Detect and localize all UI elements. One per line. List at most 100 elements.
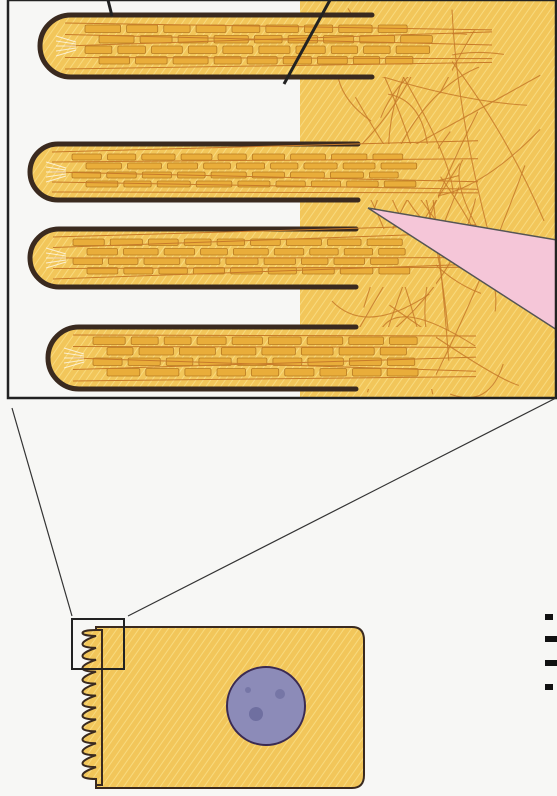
- actin-crosslink: [264, 258, 295, 265]
- actin-crosslink: [317, 57, 347, 65]
- actin-crosslink: [339, 25, 372, 33]
- edge-marks: [545, 614, 557, 690]
- actin-crosslink: [186, 258, 220, 265]
- actin-crosslink: [364, 46, 391, 54]
- actin-crosslink: [139, 348, 173, 356]
- actin-crosslink: [223, 46, 253, 54]
- actin-crosslink: [185, 369, 211, 377]
- actin-crosslink: [179, 348, 215, 356]
- actin-crosslink: [151, 46, 182, 54]
- actin-crosslink: [107, 154, 135, 160]
- actin-crosslink: [188, 46, 217, 54]
- actin-crosslink: [127, 25, 158, 33]
- actin-crosslink: [286, 239, 321, 246]
- actin-crosslink: [271, 163, 298, 169]
- nucleolus: [249, 707, 263, 721]
- actin-crosslink: [196, 25, 226, 33]
- actin-crosslink: [73, 258, 103, 265]
- detail-inset-panel: [8, 0, 556, 398]
- actin-crosslink: [274, 249, 303, 256]
- actin-crosslink: [107, 348, 133, 356]
- actin-crosslink: [72, 154, 101, 160]
- actin-crosslink: [330, 172, 363, 178]
- actin-crosslink: [396, 46, 429, 54]
- zoom-leader-right: [128, 398, 556, 616]
- actin-crosslink: [196, 181, 232, 187]
- actin-crosslink: [268, 337, 301, 345]
- actin-crosslink: [347, 181, 379, 187]
- actin-crosslink: [401, 36, 433, 44]
- actin-crosslink: [252, 154, 284, 160]
- actin-crosslink: [211, 172, 246, 178]
- actin-crosslink: [301, 348, 333, 356]
- actin-crosslink: [380, 348, 406, 356]
- actin-crosslink: [232, 337, 262, 345]
- actin-crosslink: [85, 25, 121, 33]
- actin-crosslink: [379, 249, 406, 256]
- actin-crosslink: [233, 249, 268, 256]
- actin-crosslink: [259, 46, 290, 54]
- actin-crosslink: [379, 268, 410, 275]
- actin-crosslink: [285, 369, 314, 377]
- actin-crosslink: [167, 163, 197, 169]
- actin-crosslink: [386, 57, 413, 65]
- actin-crosslink: [107, 369, 140, 377]
- actin-crosslink: [201, 249, 228, 256]
- actin-crosslink: [369, 172, 398, 178]
- actin-crosslink: [301, 258, 328, 265]
- actin-crosslink: [217, 369, 245, 377]
- edge-mark: [545, 684, 553, 690]
- actin-crosslink: [142, 154, 175, 160]
- actin-crosslink: [304, 25, 332, 33]
- microvillus: [30, 141, 478, 200]
- cell-brush-border: [83, 630, 103, 785]
- actin-crosslink: [302, 268, 334, 275]
- actin-crosslink: [181, 154, 212, 160]
- actin-crosslink: [331, 46, 357, 54]
- actin-crosslink: [131, 337, 158, 345]
- actin-crosslink: [349, 337, 384, 345]
- actin-crosslink: [288, 36, 317, 44]
- actin-crosslink: [128, 358, 160, 366]
- actin-crosslink: [343, 163, 375, 169]
- actin-crosslink: [197, 337, 226, 345]
- actin-crosslink: [164, 25, 190, 33]
- actin-crosslink: [93, 337, 125, 345]
- actin-crosslink: [148, 239, 178, 246]
- actin-crosslink: [236, 163, 264, 169]
- actin-crosslink: [144, 258, 180, 265]
- actin-crosslink: [164, 337, 191, 345]
- actin-crosslink: [118, 46, 146, 54]
- actin-crosslink: [262, 348, 296, 356]
- chromatin-spot: [245, 687, 251, 693]
- actin-crosslink: [367, 239, 402, 246]
- actin-crosslink: [73, 239, 104, 246]
- actin-crosslink: [109, 258, 138, 265]
- actin-crosslink: [310, 249, 338, 256]
- actin-crosslink: [146, 369, 179, 377]
- actin-crosslink: [251, 369, 278, 377]
- actin-crosslink: [353, 57, 379, 65]
- actin-crosslink: [226, 258, 258, 265]
- actin-crosslink: [371, 258, 399, 265]
- actin-crosslink: [217, 239, 244, 246]
- actin-crosslink: [87, 249, 117, 256]
- actin-crosslink: [85, 46, 112, 54]
- actin-crosslink: [353, 369, 382, 377]
- actin-crosslink: [221, 348, 255, 356]
- actin-crosslink: [328, 239, 362, 246]
- actin-crosslink: [204, 163, 231, 169]
- actin-crosslink: [218, 154, 246, 160]
- actin-crosslink: [384, 181, 416, 187]
- actin-crosslink: [123, 249, 158, 256]
- actin-crosslink: [320, 369, 347, 377]
- epithelial-cell: [72, 619, 364, 788]
- edge-mark: [545, 614, 553, 620]
- edge-mark: [545, 636, 557, 642]
- actin-crosslink: [86, 163, 121, 169]
- actin-crosslink: [349, 358, 381, 366]
- actin-crosslink: [339, 348, 374, 356]
- actin-crosslink: [291, 154, 326, 160]
